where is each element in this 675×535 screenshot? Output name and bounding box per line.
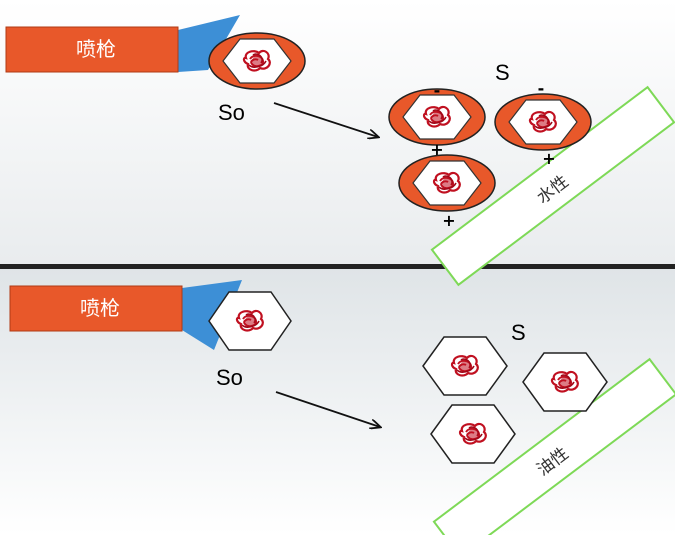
top-charge-1-bottom: + xyxy=(430,140,443,159)
bottom-spray-gun xyxy=(9,285,183,332)
bottom-s-label: S xyxy=(511,320,526,345)
bottom-source-particle xyxy=(208,291,292,351)
top-charge-3-bottom: + xyxy=(442,211,455,230)
top-panel: 喷枪 So S 水性 - + - + xyxy=(5,15,675,287)
top-charge-1-top: - xyxy=(434,81,441,100)
top-flow-arrow xyxy=(273,102,378,137)
bottom-flow-arrow xyxy=(275,391,380,427)
top-charge-2-top: - xyxy=(538,79,545,98)
top-charge-2-bottom: + xyxy=(542,149,555,168)
bottom-particle-1 xyxy=(422,336,508,396)
top-source-particle xyxy=(208,32,306,90)
top-water-surface xyxy=(430,85,675,287)
top-gun-label: 喷枪 xyxy=(76,37,116,61)
top-s-label: S xyxy=(495,60,510,85)
bottom-oil-surface xyxy=(432,357,675,535)
bottom-particle-3 xyxy=(430,404,516,464)
bottom-gun-label: 喷枪 xyxy=(80,296,120,320)
top-spray-gun xyxy=(5,26,179,73)
bottom-s0-label: So xyxy=(216,365,243,390)
panel-divider xyxy=(0,264,675,269)
bottom-particle-2 xyxy=(522,352,608,412)
top-charged-particle-2 xyxy=(494,93,592,151)
top-charged-particle-1 xyxy=(388,88,486,146)
bottom-panel: 喷枪 So S 油性 xyxy=(9,280,675,535)
top-nozzle-spray xyxy=(178,15,240,72)
top-s0-label: So xyxy=(218,100,245,125)
top-charged-particle-3 xyxy=(398,154,496,212)
